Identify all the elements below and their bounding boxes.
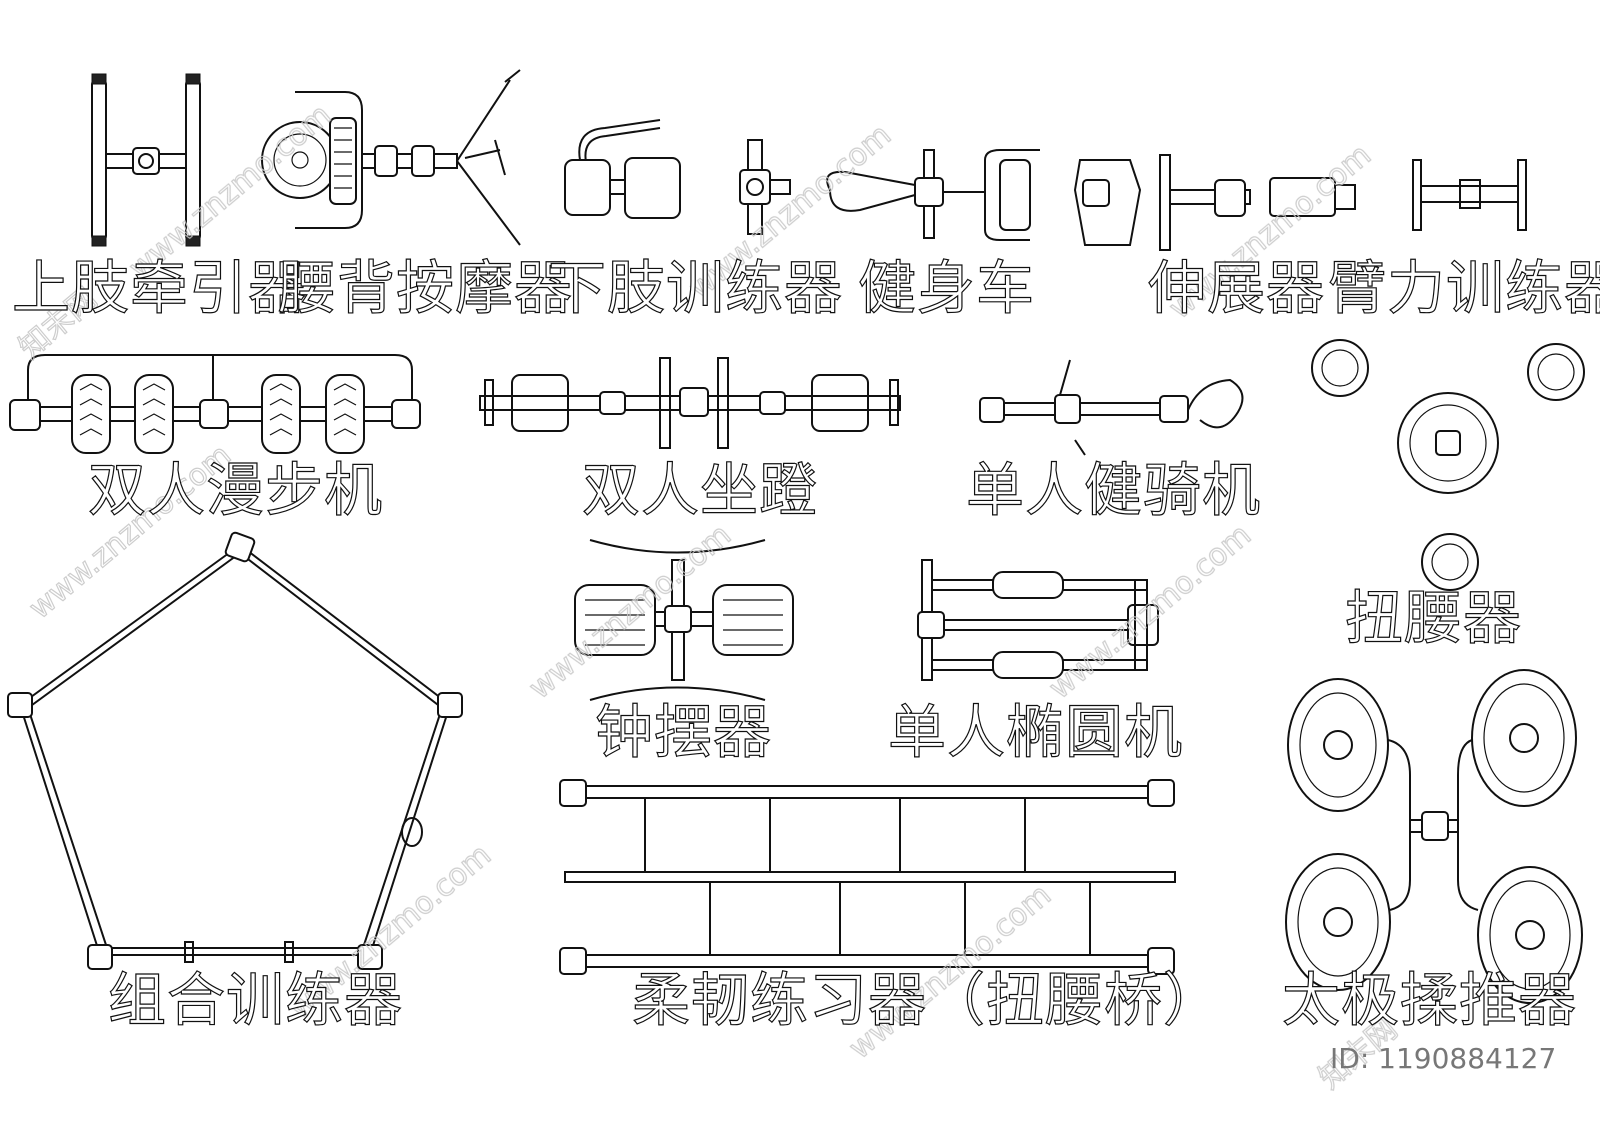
pendulum-drawing xyxy=(574,539,794,701)
waist-massager-drawing xyxy=(261,69,521,246)
taichi-pusher-drawing xyxy=(1285,669,1583,1004)
flex-bridge-drawing xyxy=(559,779,1176,975)
label-single-rider: 单人健骑机 xyxy=(966,456,1261,524)
double-seat-press-drawing xyxy=(479,357,901,449)
label-taichi-pusher: 太极揉推器 xyxy=(1282,966,1577,1034)
upper-limb-tractor-drawing xyxy=(91,73,201,247)
label-flex-bridge: 柔韧练习器（扭腰桥） xyxy=(632,966,1222,1034)
double-walker-drawing xyxy=(9,354,421,454)
label-exercise-bike: 健身车 xyxy=(858,254,1035,322)
label-double-seat-press: 双人坐蹬 xyxy=(582,456,818,524)
elliptical-drawing xyxy=(917,559,1159,681)
label-waist-massager: 腰背按摩器 xyxy=(278,254,573,322)
combo-trainer-drawing xyxy=(7,531,463,970)
waist-twister-drawing xyxy=(1311,339,1585,591)
image-id: ID: 1190884127 xyxy=(1330,1042,1556,1075)
lower-limb-trainer-drawing xyxy=(564,119,791,235)
label-combo-trainer: 组合训练器 xyxy=(108,966,403,1034)
label-lower-limb-trainer: 下肢训练器 xyxy=(548,254,843,322)
exercise-bike-drawing xyxy=(826,149,1142,246)
single-rider-drawing xyxy=(979,359,1244,456)
watermark-site: www.znzmo.com xyxy=(1043,518,1258,707)
arm-trainer-drawing xyxy=(1412,159,1527,231)
watermark-layer: www.znzmo.com www.znzmo.com www.znzmo.co… xyxy=(12,97,1405,1097)
label-waist-twister: 扭腰器 xyxy=(1345,584,1522,652)
label-stretcher: 伸展器 xyxy=(1148,254,1325,322)
label-double-walker: 双人漫步机 xyxy=(88,456,383,524)
label-upper-limb-tractor: 上肢牵引器 xyxy=(12,254,307,322)
label-elliptical: 单人椭圆机 xyxy=(888,698,1183,766)
stretcher-drawing xyxy=(1159,154,1356,251)
label-arm-trainer: 臂力训练器 xyxy=(1328,254,1600,322)
label-pendulum: 钟摆器 xyxy=(595,698,772,766)
